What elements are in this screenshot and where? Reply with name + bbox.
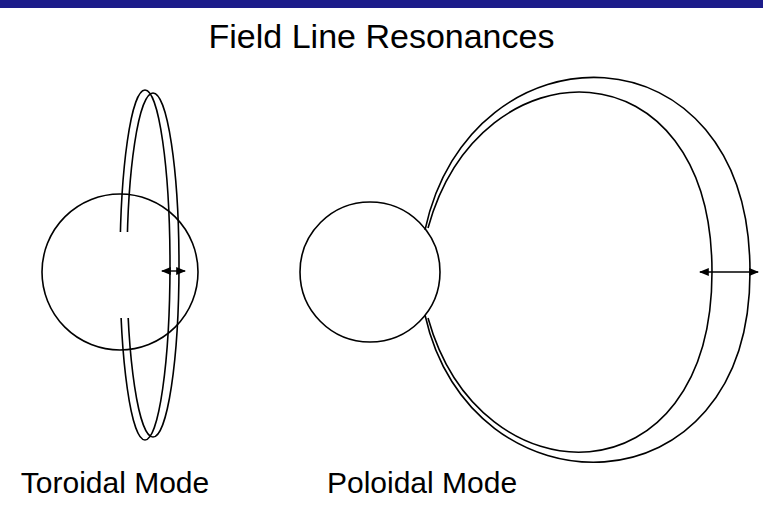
- mode-label: Toroidal Mode: [21, 466, 209, 499]
- field-line: [127, 93, 179, 437]
- earth-circle: [42, 194, 198, 350]
- mode-label: Poloidal Mode: [327, 466, 517, 499]
- header-bar: [0, 0, 763, 8]
- earth-circle: [300, 202, 440, 342]
- field-line: [425, 77, 750, 462]
- displacement-arrow: [700, 271, 758, 272]
- displacement-arrow: [162, 270, 185, 271]
- hidden-segment-mask: [114, 232, 134, 318]
- diagram-title: Field Line Resonances: [0, 18, 763, 55]
- field-line: [428, 92, 712, 452]
